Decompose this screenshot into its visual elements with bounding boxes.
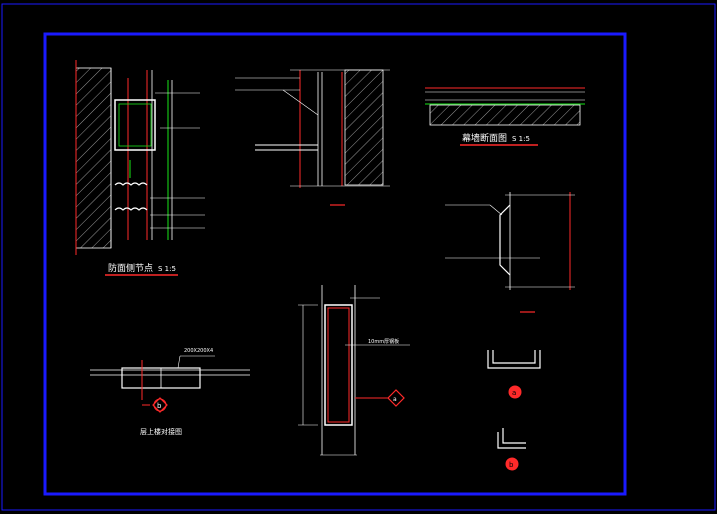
channel-section-detail: a (487, 350, 541, 399)
bottom-left-annotation: 200X200X4 (184, 348, 213, 354)
inner-frame (43, 32, 627, 496)
right-middle-detail (445, 192, 575, 313)
side-node-title: 防面侧节点 (108, 262, 153, 274)
marker-a-circle (508, 385, 522, 399)
marker-a-label: a (512, 389, 516, 397)
bottom-left-detail: 200X200X4 b 层上楼对接图 (90, 348, 250, 436)
middle-bottom-column: 10mm厚钢板 a (298, 285, 410, 456)
side-node-scale: S 1:5 (158, 265, 176, 273)
marker-b-circle (505, 457, 519, 471)
middle-top-detail (235, 69, 390, 206)
side-node-detail: 防面侧节点 S 1:5 (75, 60, 205, 276)
angle-section-detail: b (497, 428, 526, 471)
wall-section-title: 幕墙断面图 (462, 132, 507, 144)
bottom-left-marker: b (157, 402, 162, 410)
wall-section-scale: S 1:5 (512, 135, 530, 143)
outer-frame (1, 3, 716, 511)
marker-b-label: b (509, 461, 514, 469)
bottom-left-title: 层上楼对接图 (140, 427, 182, 436)
wall-section-detail: 幕墙断面图 S 1:5 (425, 87, 585, 146)
middle-arrow-marker: a (393, 396, 397, 403)
middle-annotation: 10mm厚钢板 (368, 338, 399, 345)
